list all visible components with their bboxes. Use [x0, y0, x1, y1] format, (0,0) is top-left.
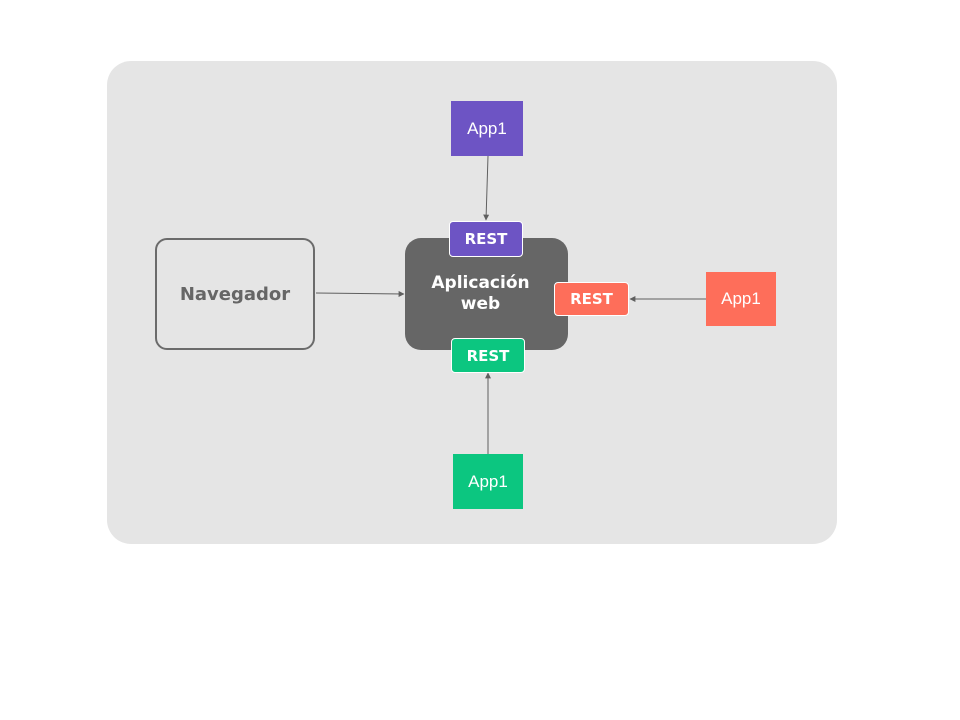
browser-node: Navegador	[155, 238, 315, 350]
edge-browser-to-webapp	[315, 290, 405, 297]
rest-top-label: REST	[464, 230, 508, 248]
edge-app-top-to-rest	[483, 155, 490, 221]
rest-right-label: REST	[570, 290, 613, 308]
browser-label: Navegador	[179, 283, 291, 305]
rest-interface-right: REST	[554, 282, 629, 316]
app-right-node: App1	[706, 272, 776, 326]
app-top-label: App1	[467, 118, 507, 138]
rest-bottom-label: REST	[466, 346, 510, 365]
app-bottom-node: App1	[453, 454, 523, 509]
web-application-label: Aplicación web	[431, 273, 530, 314]
web-application-node: Aplicación web	[405, 238, 568, 350]
rest-interface-top: REST	[449, 221, 523, 257]
app-right-label: App1	[721, 289, 761, 308]
app-top-node: App1	[451, 101, 523, 156]
app-bottom-label: App1	[468, 471, 508, 491]
rest-interface-bottom: REST	[451, 338, 525, 373]
